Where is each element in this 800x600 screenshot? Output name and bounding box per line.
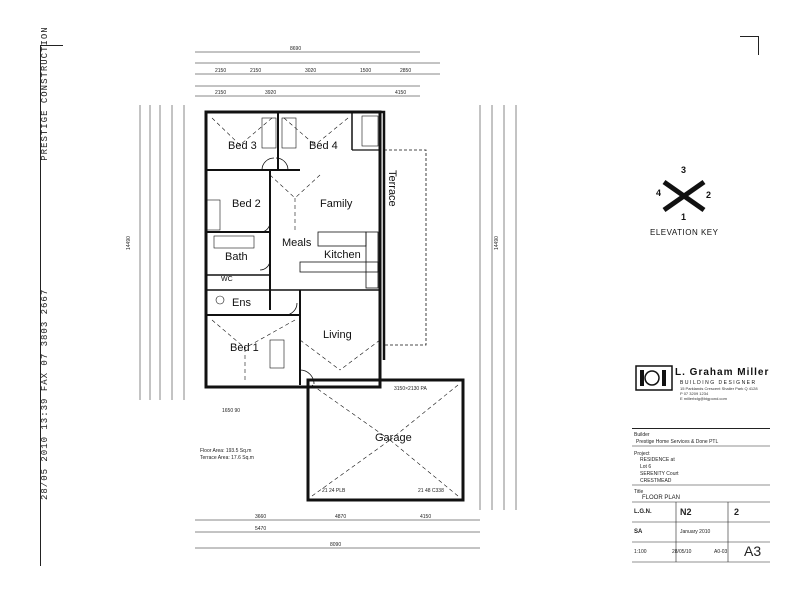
- title-block: Builder Prestige Home Services & Done PT…: [632, 428, 770, 559]
- room-bed3: Bed 3: [228, 140, 257, 152]
- tb-n2: N2: [680, 507, 692, 517]
- room-living: Living: [323, 329, 352, 341]
- dim-right-overall: 14490: [494, 236, 500, 250]
- tb-two: 2: [734, 507, 740, 517]
- dim-top-row1-c: 3020: [305, 68, 316, 74]
- tb-project-1: RESIDENCE at: [640, 457, 675, 463]
- elevation-number-4: 4: [656, 188, 662, 198]
- floor-area: Floor Area: 193.5 Sq.m: [200, 448, 251, 454]
- dim-small: 1650 90: [222, 408, 240, 414]
- dim-bottom-row2-a: 5470: [255, 526, 266, 532]
- tb-project-3: SERENITY Court: [640, 471, 679, 477]
- dim-top-row1-a: 2150: [215, 68, 226, 74]
- dim-bottom-overall: 8090: [330, 542, 341, 548]
- designer-contact: 15 Parklands Crescent Shailer Park Q 412…: [680, 386, 758, 401]
- dim-top-row2-mid: 3920: [265, 90, 276, 96]
- dim-top-row1-d: 1500: [360, 68, 371, 74]
- tb-builder: Prestige Home Services & Done PTL: [636, 439, 719, 445]
- dim-bottom-b: 4870: [335, 514, 346, 520]
- terrace-area: Terrace Area: 17.6 Sq.m: [200, 455, 254, 461]
- garage-outline: [306, 378, 465, 502]
- dim-bottom-a: 3660: [255, 514, 266, 520]
- crop-mark-top-left: [40, 45, 63, 566]
- dim-bottom-c: 4150: [420, 514, 431, 520]
- dim-top-row1-e: 2850: [400, 68, 411, 74]
- tb-scale-date: 28/05/10: [672, 549, 692, 555]
- dim-garage-width: 21 48 C338: [418, 488, 444, 494]
- designer-phone: P 07 3209 1234: [680, 391, 709, 396]
- tb-title: FLOOR PLAN: [642, 495, 681, 501]
- room-bed1: Bed 1: [230, 342, 259, 354]
- room-meals: Meals: [282, 237, 312, 249]
- tb-project-2: Lot 6: [640, 464, 652, 470]
- dim-garage-top: 3150×2130 PA: [394, 386, 428, 392]
- dim-top-row2-left: 2150: [215, 90, 226, 96]
- dim-left-overall: 14490: [126, 236, 132, 250]
- elevation-key-icon: [662, 179, 706, 213]
- room-ens: Ens: [232, 297, 251, 309]
- tb-title-label: Title: [634, 489, 644, 495]
- designer-address: 15 Parklands Crescent Shailer Park Q 412…: [680, 386, 758, 391]
- tb-sa: SA: [634, 529, 643, 535]
- elevation-number-2: 2: [706, 190, 712, 200]
- room-kitchen: Kitchen: [324, 249, 361, 261]
- designer-email: E millerbdg@bigpond.com: [680, 396, 727, 401]
- tb-lgn: L.G.N.: [634, 509, 652, 515]
- dim-garage-left: 21 24 PLB: [322, 488, 346, 494]
- terrace-outline: [383, 149, 427, 346]
- room-terrace: Terrace: [386, 170, 398, 207]
- room-garage: Garage: [375, 432, 412, 444]
- crop-mark-top-right: [740, 36, 759, 55]
- elevation-number-3: 3: [681, 165, 687, 175]
- tb-date: January 2010: [680, 529, 711, 535]
- tb-scale: 1:100: [634, 549, 647, 555]
- title-block-grid: [632, 445, 770, 563]
- tb-sheet: A3: [744, 543, 762, 559]
- designer-subtitle: BUILDING DESIGNER: [680, 380, 757, 386]
- elevation-number-1: 1: [681, 212, 687, 222]
- tb-dwg: A0-03: [714, 549, 728, 555]
- dim-top-row2-right: 4150: [395, 90, 406, 96]
- dim-top-overall: 8690: [290, 46, 301, 52]
- tb-project-label: Project: [634, 451, 650, 457]
- dim-top-row1-b: 2150: [250, 68, 261, 74]
- room-wc: WC: [221, 276, 233, 283]
- designer-logo: [635, 365, 673, 391]
- tb-builder-label: Builder: [634, 432, 650, 438]
- elevation-key-title: ELEVATION KEY: [650, 228, 719, 237]
- room-bed2: Bed 2: [232, 198, 261, 210]
- designer-name: L. Graham Miller: [675, 367, 770, 378]
- room-bath: Bath: [225, 251, 248, 263]
- room-family: Family: [320, 198, 353, 210]
- room-bed4: Bed 4: [309, 140, 338, 152]
- house-outline: [204, 110, 382, 389]
- tb-project-4: CRESTMEAD: [640, 478, 672, 484]
